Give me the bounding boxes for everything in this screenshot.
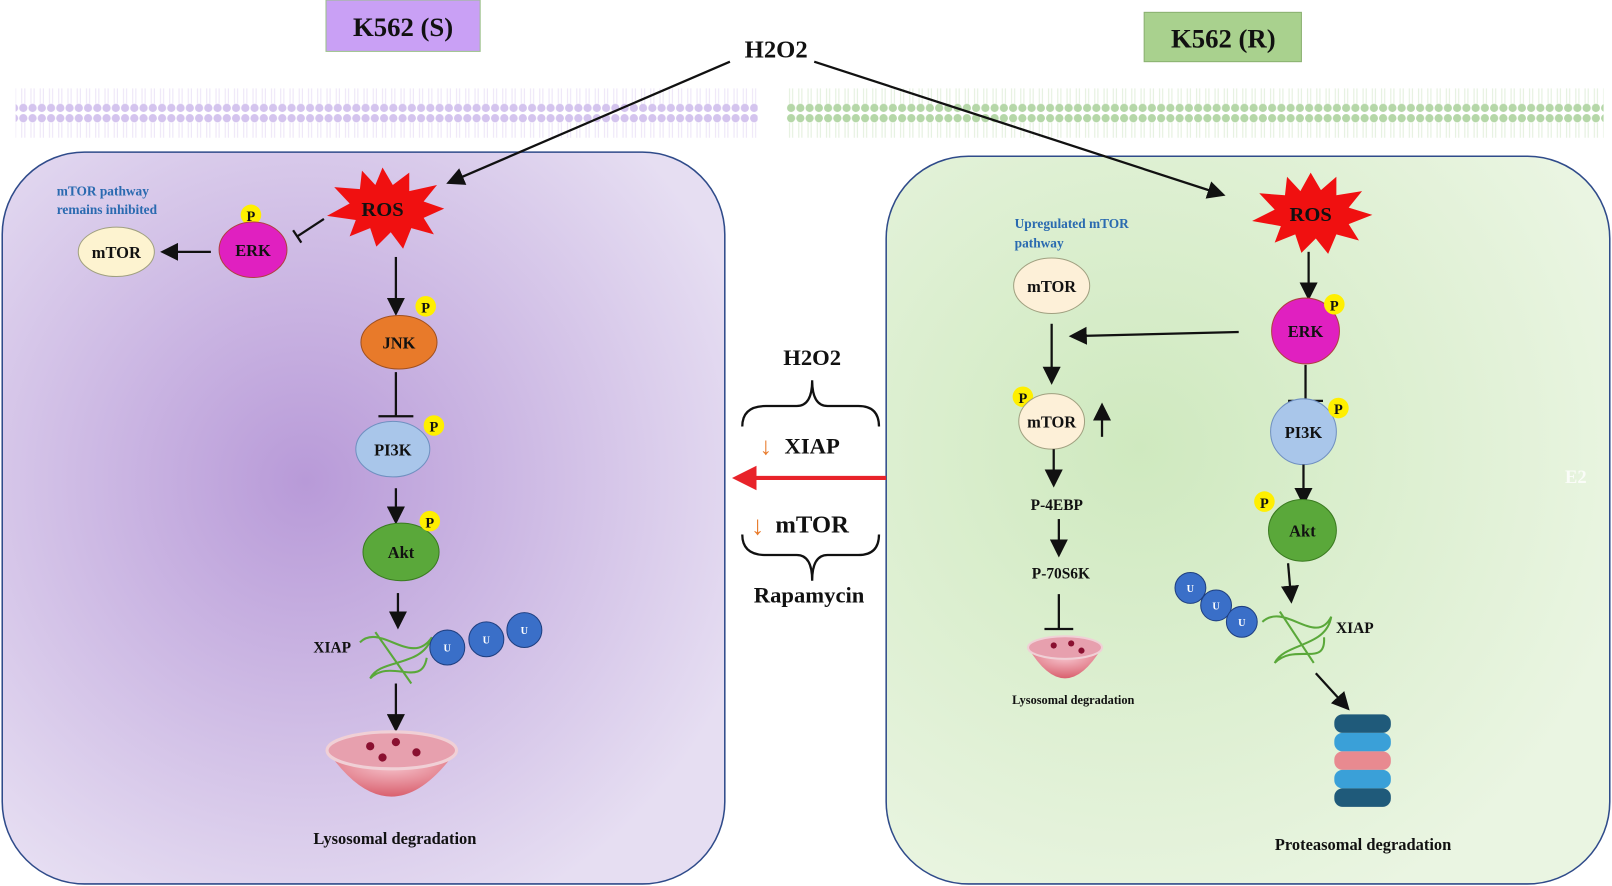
svg-text:ERK: ERK xyxy=(1288,322,1324,341)
erk-node-left xyxy=(218,221,288,279)
h2o2-top-label: H2O2 xyxy=(745,37,808,64)
svg-text:PI3K: PI3K xyxy=(1285,423,1323,442)
svg-text:U: U xyxy=(1212,602,1220,613)
left-note-2: remains inhibited xyxy=(57,202,158,217)
xiap-protein-left xyxy=(359,631,433,685)
membrane-left xyxy=(15,87,758,144)
p4ebp-label: P-4EBP xyxy=(1031,497,1083,514)
ubiquitin-chain-right: U U U xyxy=(1174,571,1258,638)
svg-text:P: P xyxy=(425,515,434,531)
inhibit-ros-erk-left xyxy=(292,217,325,244)
svg-text:ERK: ERK xyxy=(235,241,271,260)
ros-burst-right: ROS xyxy=(1252,172,1373,254)
akt-node-right xyxy=(1268,499,1337,562)
p70s6k-label: P-70S6K xyxy=(1032,566,1090,583)
svg-text:Akt: Akt xyxy=(1289,522,1316,541)
svg-text:mTOR: mTOR xyxy=(92,243,142,262)
svg-text:ROS: ROS xyxy=(1290,204,1332,226)
svg-text:U: U xyxy=(521,626,529,637)
down-arrow-icon: ↓ xyxy=(760,433,772,460)
title-resistant: K562 (R) xyxy=(1171,23,1276,53)
phospho-badge xyxy=(419,510,441,532)
phospho-badge xyxy=(1254,491,1275,512)
down-arrow-icon: ↓ xyxy=(751,510,764,540)
jnk-node xyxy=(360,315,438,370)
svg-text:P: P xyxy=(421,300,430,316)
cell-sensitive xyxy=(1,151,726,885)
phospho-badge xyxy=(1328,397,1349,419)
svg-text:mTOR: mTOR xyxy=(1027,413,1077,432)
svg-text:P: P xyxy=(1260,496,1269,512)
akt-node-left xyxy=(362,522,440,582)
phospho-badge xyxy=(415,296,436,317)
arrow-erk-mtor-right xyxy=(1068,326,1239,345)
membrane-right xyxy=(786,87,1604,144)
title-sensitive: K562 (S) xyxy=(353,12,453,42)
arrow-h2o2-to-ros-left xyxy=(446,60,731,185)
cell-resistant xyxy=(885,155,1611,885)
svg-text:U: U xyxy=(444,644,452,655)
mtor-node-left xyxy=(77,226,155,278)
brace-bottom xyxy=(741,534,881,581)
faint-e2-label: E2 xyxy=(1565,468,1587,488)
svg-text:XIAP: XIAP xyxy=(313,640,351,657)
xiap-decrease-label: XIAP xyxy=(785,433,840,458)
outcome-left: Lysosomal degradation xyxy=(313,829,476,848)
pmtor-node xyxy=(1018,393,1086,450)
brace-top xyxy=(741,380,881,427)
lysosome-icon xyxy=(325,730,459,797)
erk-node-right xyxy=(1271,297,1340,365)
h2o2-treatment-label: H2O2 xyxy=(783,345,841,370)
svg-text:P: P xyxy=(430,420,439,436)
phospho-badge xyxy=(423,415,445,436)
svg-text:XIAP: XIAP xyxy=(1336,620,1374,637)
svg-text:Akt: Akt xyxy=(388,543,415,562)
title-box-resistant xyxy=(1143,11,1302,63)
arrow-h2o2-to-ros-right xyxy=(813,60,1226,199)
arrow-akt-xiap-right xyxy=(1280,563,1299,604)
phospho-badge xyxy=(240,204,262,226)
mtor-decrease-label: mTOR xyxy=(775,511,850,538)
svg-text:U: U xyxy=(1187,584,1195,595)
svg-text:ROS: ROS xyxy=(361,199,403,221)
svg-text:U: U xyxy=(483,635,491,646)
phospho-badge xyxy=(1324,293,1345,315)
svg-text:P: P xyxy=(1334,402,1343,418)
lysosomal-label-right: Lysosomal degradation xyxy=(1012,693,1134,707)
svg-text:PI3K: PI3K xyxy=(374,440,412,459)
left-note-1: mTOR pathway xyxy=(57,183,149,198)
svg-text:U: U xyxy=(1238,618,1246,629)
title-box-sensitive xyxy=(325,0,481,52)
svg-text:P: P xyxy=(1018,391,1027,407)
mtor-node-right xyxy=(1013,257,1091,315)
rapamycin-label: Rapamycin xyxy=(754,582,865,607)
inhibit-70s6k-lysosome xyxy=(1044,594,1074,631)
proteasome-icon xyxy=(1334,714,1391,807)
svg-text:P: P xyxy=(247,209,256,225)
inhibit-jnk-pi3k xyxy=(378,372,414,418)
svg-text:JNK: JNK xyxy=(383,333,416,352)
ros-burst-left: ROS xyxy=(327,167,445,249)
pi3k-node-left xyxy=(355,420,431,478)
outcome-right: Proteasomal degradation xyxy=(1275,835,1451,854)
svg-text:P: P xyxy=(1330,298,1339,314)
arrow-xiap-proteasome xyxy=(1314,672,1350,711)
xiap-protein-right xyxy=(1261,610,1333,664)
svg-text:mTOR: mTOR xyxy=(1027,277,1077,296)
lysosome-icon xyxy=(1026,635,1104,679)
right-note-2: pathway xyxy=(1015,236,1064,251)
right-note-1: Upregulated mTOR xyxy=(1015,216,1130,231)
ubiquitin-chain-left: U U U xyxy=(429,612,543,666)
